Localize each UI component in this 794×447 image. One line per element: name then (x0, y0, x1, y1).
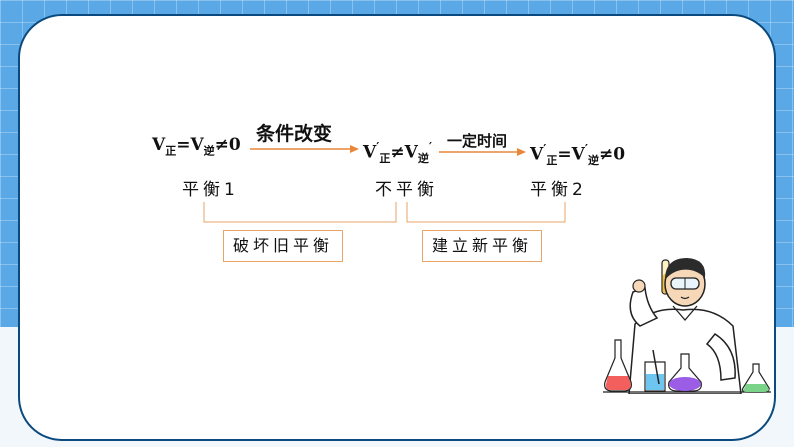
arrow-1-label: 条件改变 (256, 123, 333, 145)
equilibrium-2-caption: 平衡2 (530, 180, 587, 200)
diagram-lines (203, 145, 566, 223)
equilibrium-1-equation: V正=V逆≠0 (152, 135, 241, 158)
break-old-equilibrium-box: 破坏旧平衡 (223, 230, 343, 262)
equilibrium-2-equation: V′正=V′逆≠0 (530, 142, 626, 168)
scientist-illustration (603, 258, 771, 394)
arrow-2-label: 一定时间 (447, 132, 508, 150)
bracket-build (406, 202, 566, 223)
bracket-break (203, 202, 397, 223)
equilibrium-1-caption: 平衡1 (182, 180, 239, 200)
build-new-equilibrium-box: 建立新平衡 (422, 230, 542, 262)
non-equilibrium-equation: V′正≠V逆′ (363, 140, 432, 166)
arrow-2-head (517, 148, 526, 156)
arrow-1-head (350, 145, 359, 153)
content-card: V正=V逆≠0 平衡1 条件改变 V′正≠V逆′ 不平衡 一定时间 V′正=V′… (18, 14, 776, 441)
non-equilibrium-caption: 不平衡 (375, 180, 438, 200)
